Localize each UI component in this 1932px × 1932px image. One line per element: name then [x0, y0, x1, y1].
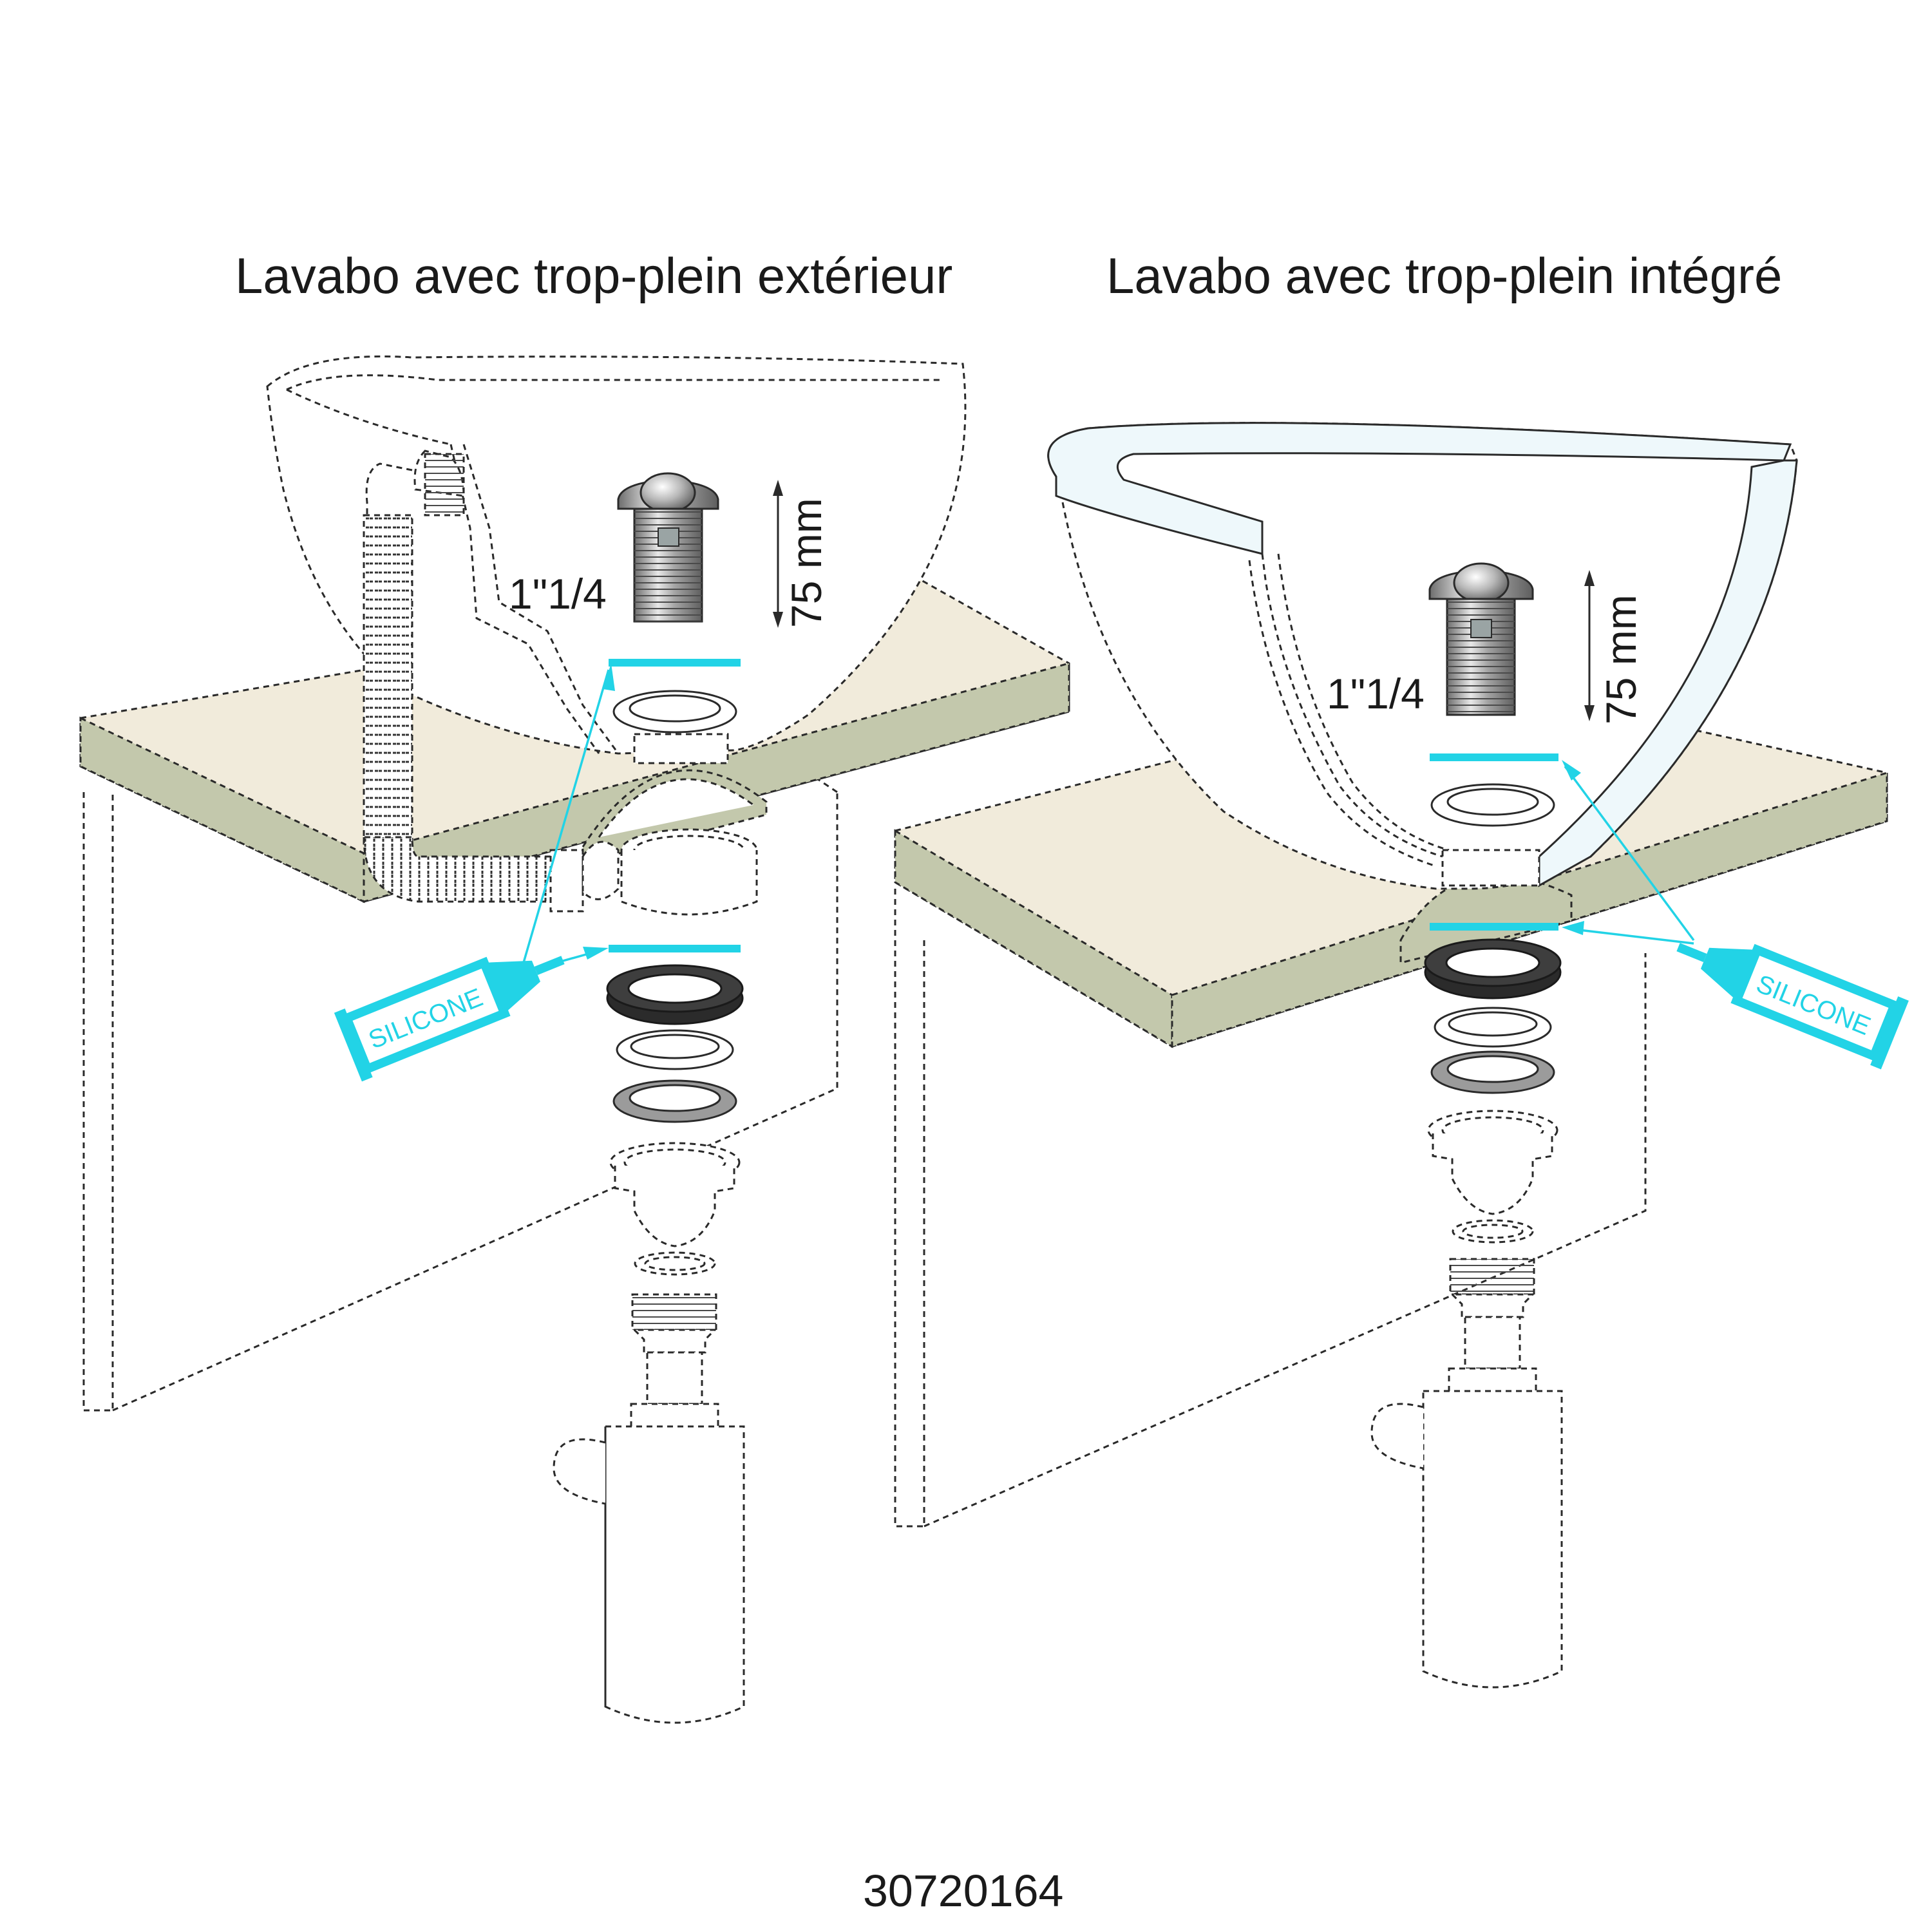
- right-scene: 75 mm 1"1/4: [894, 422, 1909, 1689]
- right-silicone-tube: SILICONE: [1562, 760, 1909, 1070]
- right-height-dimension: 75 mm: [1584, 570, 1645, 724]
- left-drain-plug: [617, 472, 719, 623]
- left-washer-top: [612, 690, 737, 734]
- left-silicone-band-bottom: [609, 945, 741, 952]
- left-cabinet-outline: [82, 772, 838, 1412]
- left-overflow-hose: [363, 450, 584, 913]
- left-flat-washer: [616, 1029, 734, 1070]
- left-siphon: [553, 1142, 745, 1724]
- right-thread-label: 1"1/4: [1327, 670, 1425, 717]
- right-siphon: [1370, 1110, 1563, 1689]
- reference-number: 30720164: [863, 1866, 1063, 1916]
- right-drain-plug: [1428, 562, 1534, 716]
- left-scene: 75 mm 1"1/4: [79, 355, 1070, 1724]
- right-silicone-band-top: [1430, 753, 1558, 761]
- left-silicone-band-top: [609, 659, 741, 667]
- right-washer-top: [1430, 783, 1555, 827]
- right-basin: [1047, 422, 1798, 890]
- right-cabinet-outline: [894, 889, 1647, 1528]
- right-metal-nut: [1430, 1050, 1555, 1094]
- left-height-dimension: 75 mm: [773, 480, 830, 628]
- title-left: Lavabo avec trop-plein extérieur: [235, 247, 952, 304]
- left-thread-label: 1"1/4: [509, 570, 607, 618]
- right-flat-washer: [1434, 1007, 1552, 1048]
- left-metal-nut: [612, 1079, 737, 1123]
- right-height-label: 75 mm: [1597, 594, 1645, 724]
- left-overflow-connector: [582, 828, 758, 916]
- left-height-label: 75 mm: [782, 498, 830, 628]
- title-right: Lavabo avec trop-plein intégré: [1106, 247, 1782, 304]
- left-rubber-gasket: [606, 964, 744, 1025]
- right-silicone-band-bottom: [1430, 923, 1558, 931]
- right-rubber-gasket: [1424, 938, 1562, 999]
